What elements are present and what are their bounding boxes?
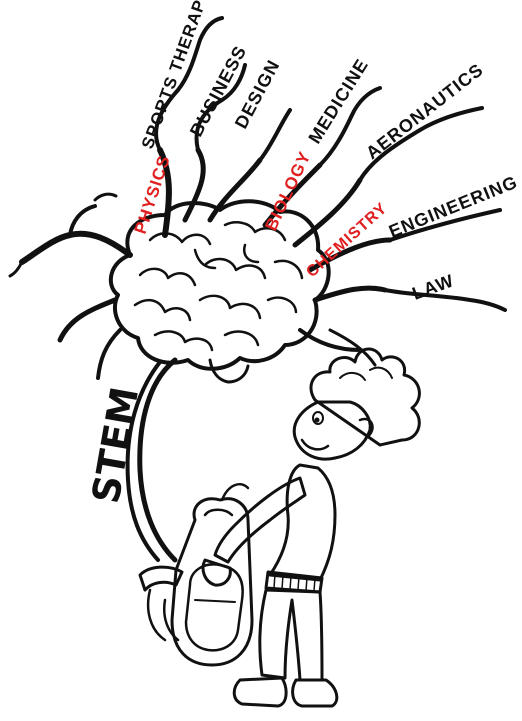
backpack-illustration (140, 484, 252, 665)
child-with-backpack-illustration (203, 349, 419, 706)
stem-label: STEM (84, 384, 148, 507)
child-pants (260, 590, 322, 680)
child-shoe-left (234, 678, 286, 706)
career-label-engineering: ENGINEERING (386, 172, 521, 242)
child-shoe-right (293, 680, 337, 706)
child-hair (311, 349, 419, 445)
